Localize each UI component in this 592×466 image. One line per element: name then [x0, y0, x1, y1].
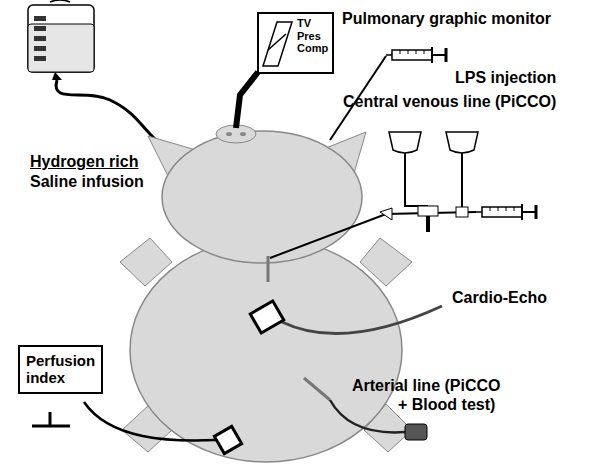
node-text: TV Pres Comp	[297, 17, 328, 55]
infusion-label: Hydrogen rich	[30, 152, 138, 171]
node-text: Perfusion index	[26, 352, 95, 387]
monitor-screen: TV Pres Comp	[257, 12, 334, 74]
injection-label: LPS injection	[455, 68, 556, 87]
perfusion-monitor: Perfusion index	[18, 345, 103, 394]
infusion-label: Saline infusion	[30, 172, 144, 191]
line-label: Arterial line (PiCCO + Blood test)	[352, 376, 510, 414]
probe-label: Cardio-Echo	[452, 288, 547, 307]
line-label: Central venous line (PiCCO)	[343, 92, 556, 111]
monitor-label: Pulmonary graphic monitor	[342, 9, 551, 28]
